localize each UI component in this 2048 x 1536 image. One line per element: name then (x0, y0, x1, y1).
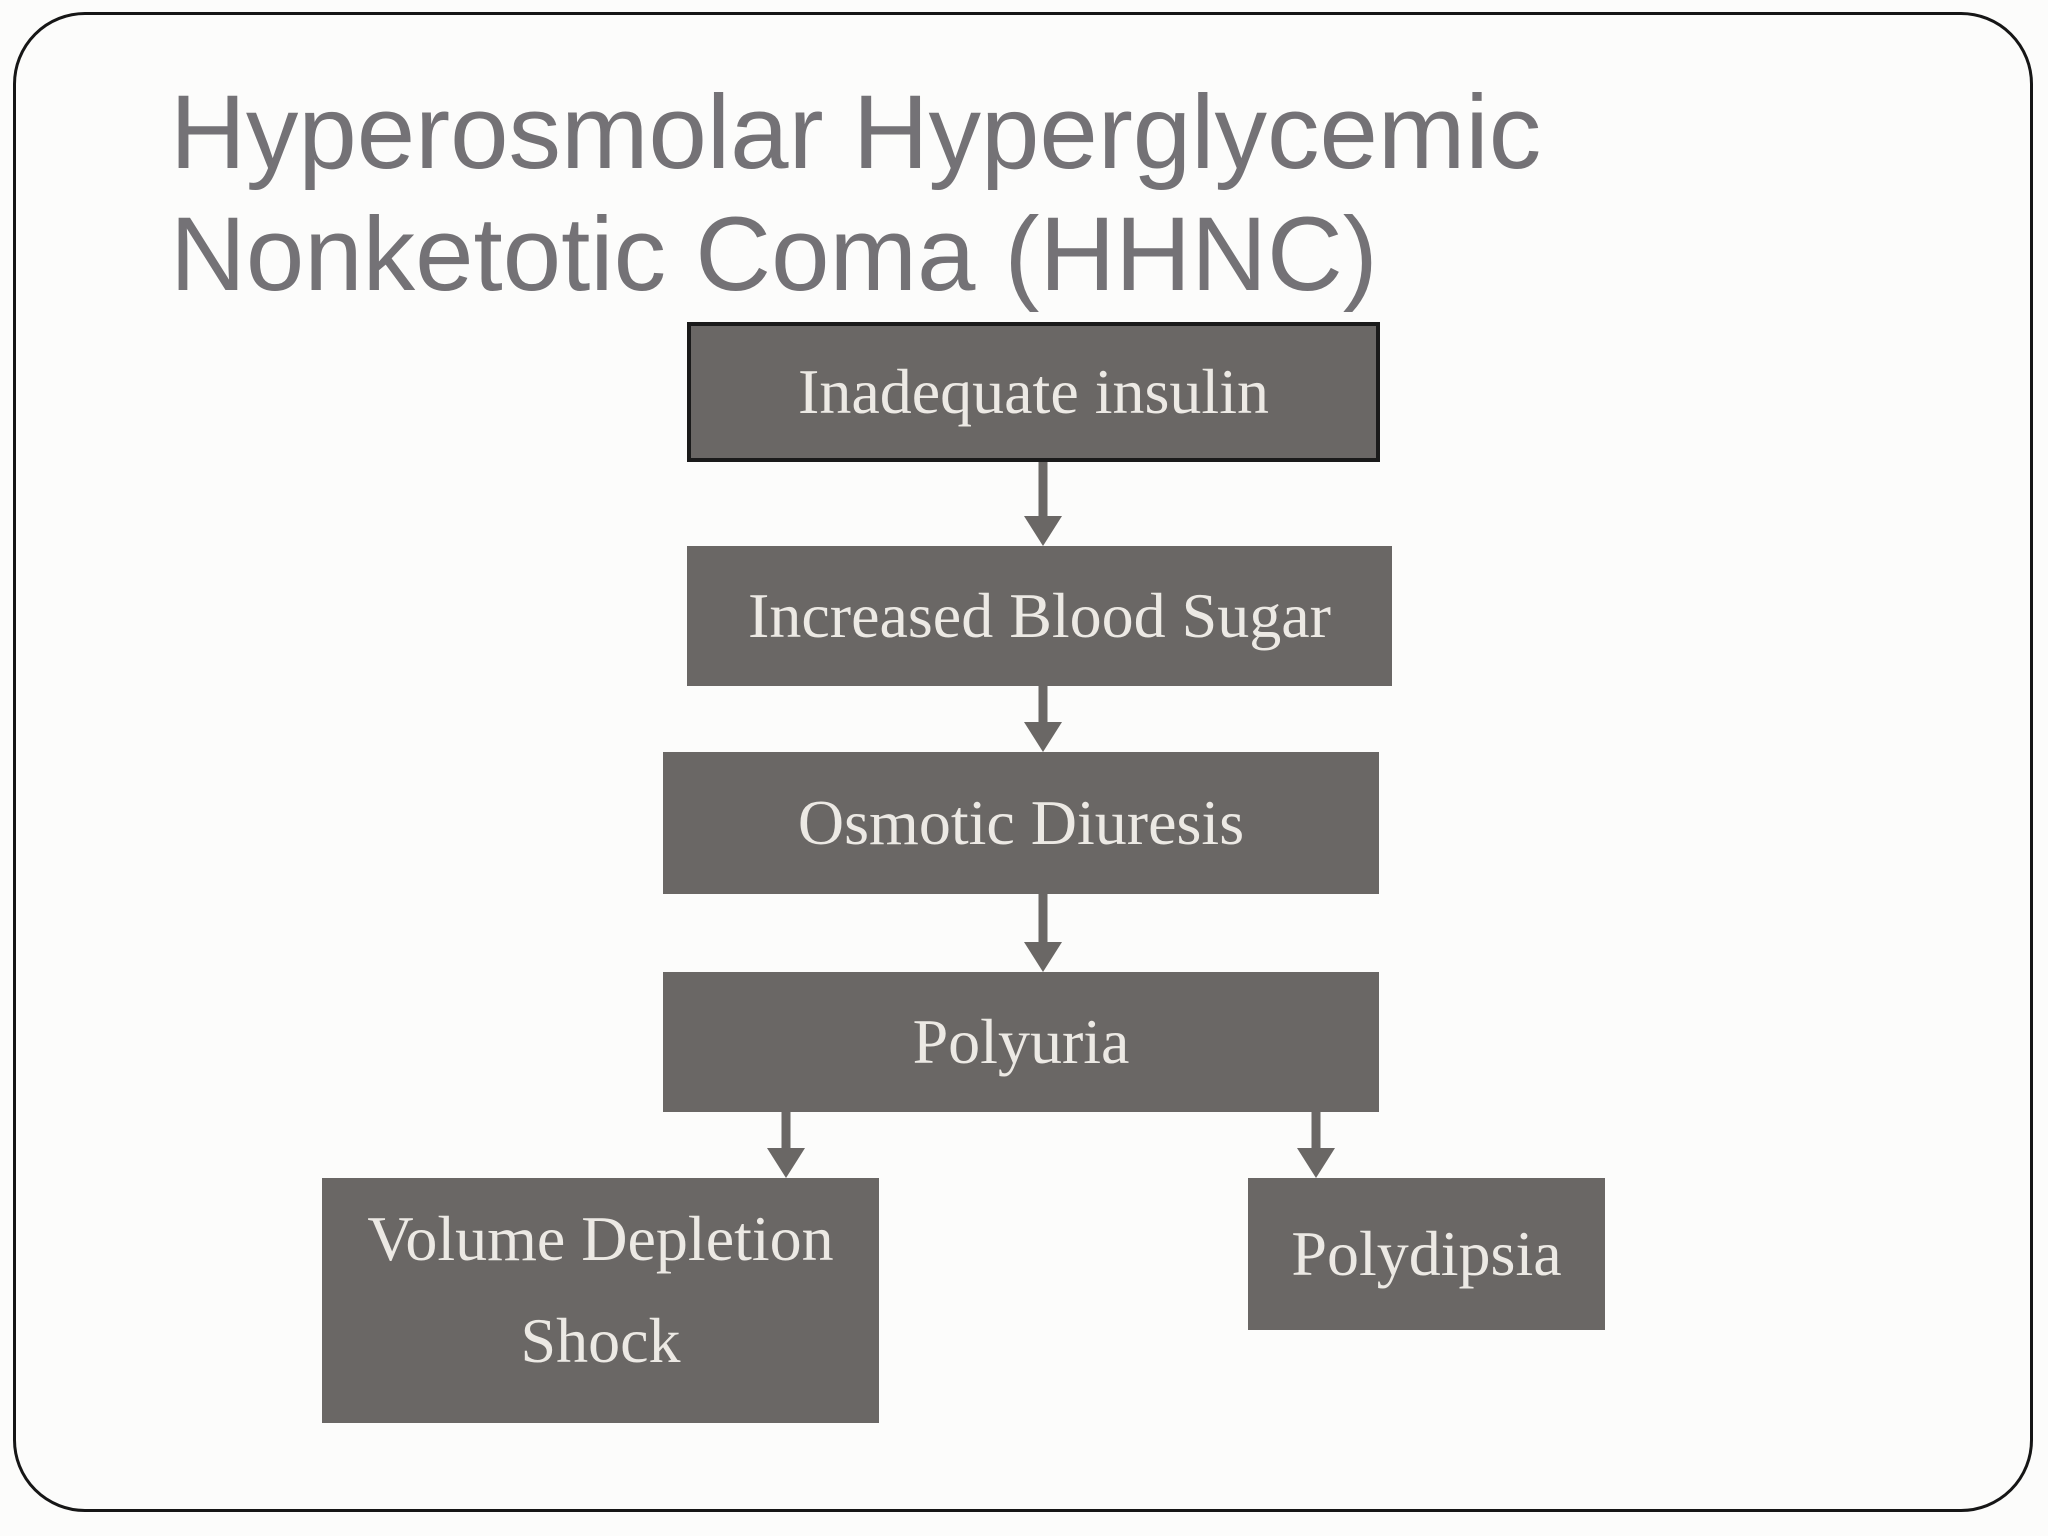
arrow-osmotic-diuresis-to-polyuria (1024, 894, 1062, 972)
flowchart-node-polyuria: Polyuria (663, 972, 1379, 1112)
arrow-shaft (1311, 1112, 1321, 1150)
node-label-volume-depletion-shock: Volume Depletion Shock (367, 1203, 834, 1376)
node-label-polyuria: Polyuria (912, 1006, 1130, 1077)
arrow-head (1024, 516, 1062, 546)
node-label-polydipsia: Polydipsia (1291, 1218, 1562, 1289)
arrow-polyuria-to-polydipsia (1297, 1112, 1335, 1178)
arrow-shaft (1038, 894, 1048, 944)
node-label-osmotic-diuresis: Osmotic Diuresis (797, 787, 1245, 858)
arrow-head (1024, 942, 1062, 972)
arrow-shaft (781, 1112, 791, 1150)
arrow-head (1297, 1148, 1335, 1178)
slide-border (13, 12, 2033, 1512)
arrow-increased-blood-sugar-to-osmotic-diuresis (1024, 686, 1062, 752)
arrow-head (767, 1148, 805, 1178)
page-title: Hyperosmolar Hyperglycemic Nonketotic Co… (170, 72, 1870, 316)
page-title-line-2: Nonketotic Coma (HHNC) (170, 196, 1378, 314)
arrow-polyuria-to-volume-depletion-shock (767, 1112, 805, 1178)
arrow-shaft (1038, 686, 1048, 724)
flowchart-node-osmotic-diuresis: Osmotic Diuresis (663, 752, 1379, 894)
node-label-increased-blood-sugar: Increased Blood Sugar (748, 580, 1331, 651)
flowchart-node-volume-depletion-shock: Volume Depletion Shock (322, 1178, 879, 1423)
flowchart-node-increased-blood-sugar: Increased Blood Sugar (687, 546, 1392, 686)
arrow-shaft (1038, 462, 1048, 518)
page-title-line-1: Hyperosmolar Hyperglycemic (170, 74, 1542, 192)
flowchart-node-inadequate-insulin: Inadequate insulin (687, 322, 1380, 462)
node-label-inadequate-insulin: Inadequate insulin (798, 356, 1269, 427)
arrow-inadequate-insulin-to-increased-blood-sugar (1024, 462, 1062, 546)
arrow-head (1024, 722, 1062, 752)
flowchart-node-polydipsia: Polydipsia (1248, 1178, 1605, 1330)
